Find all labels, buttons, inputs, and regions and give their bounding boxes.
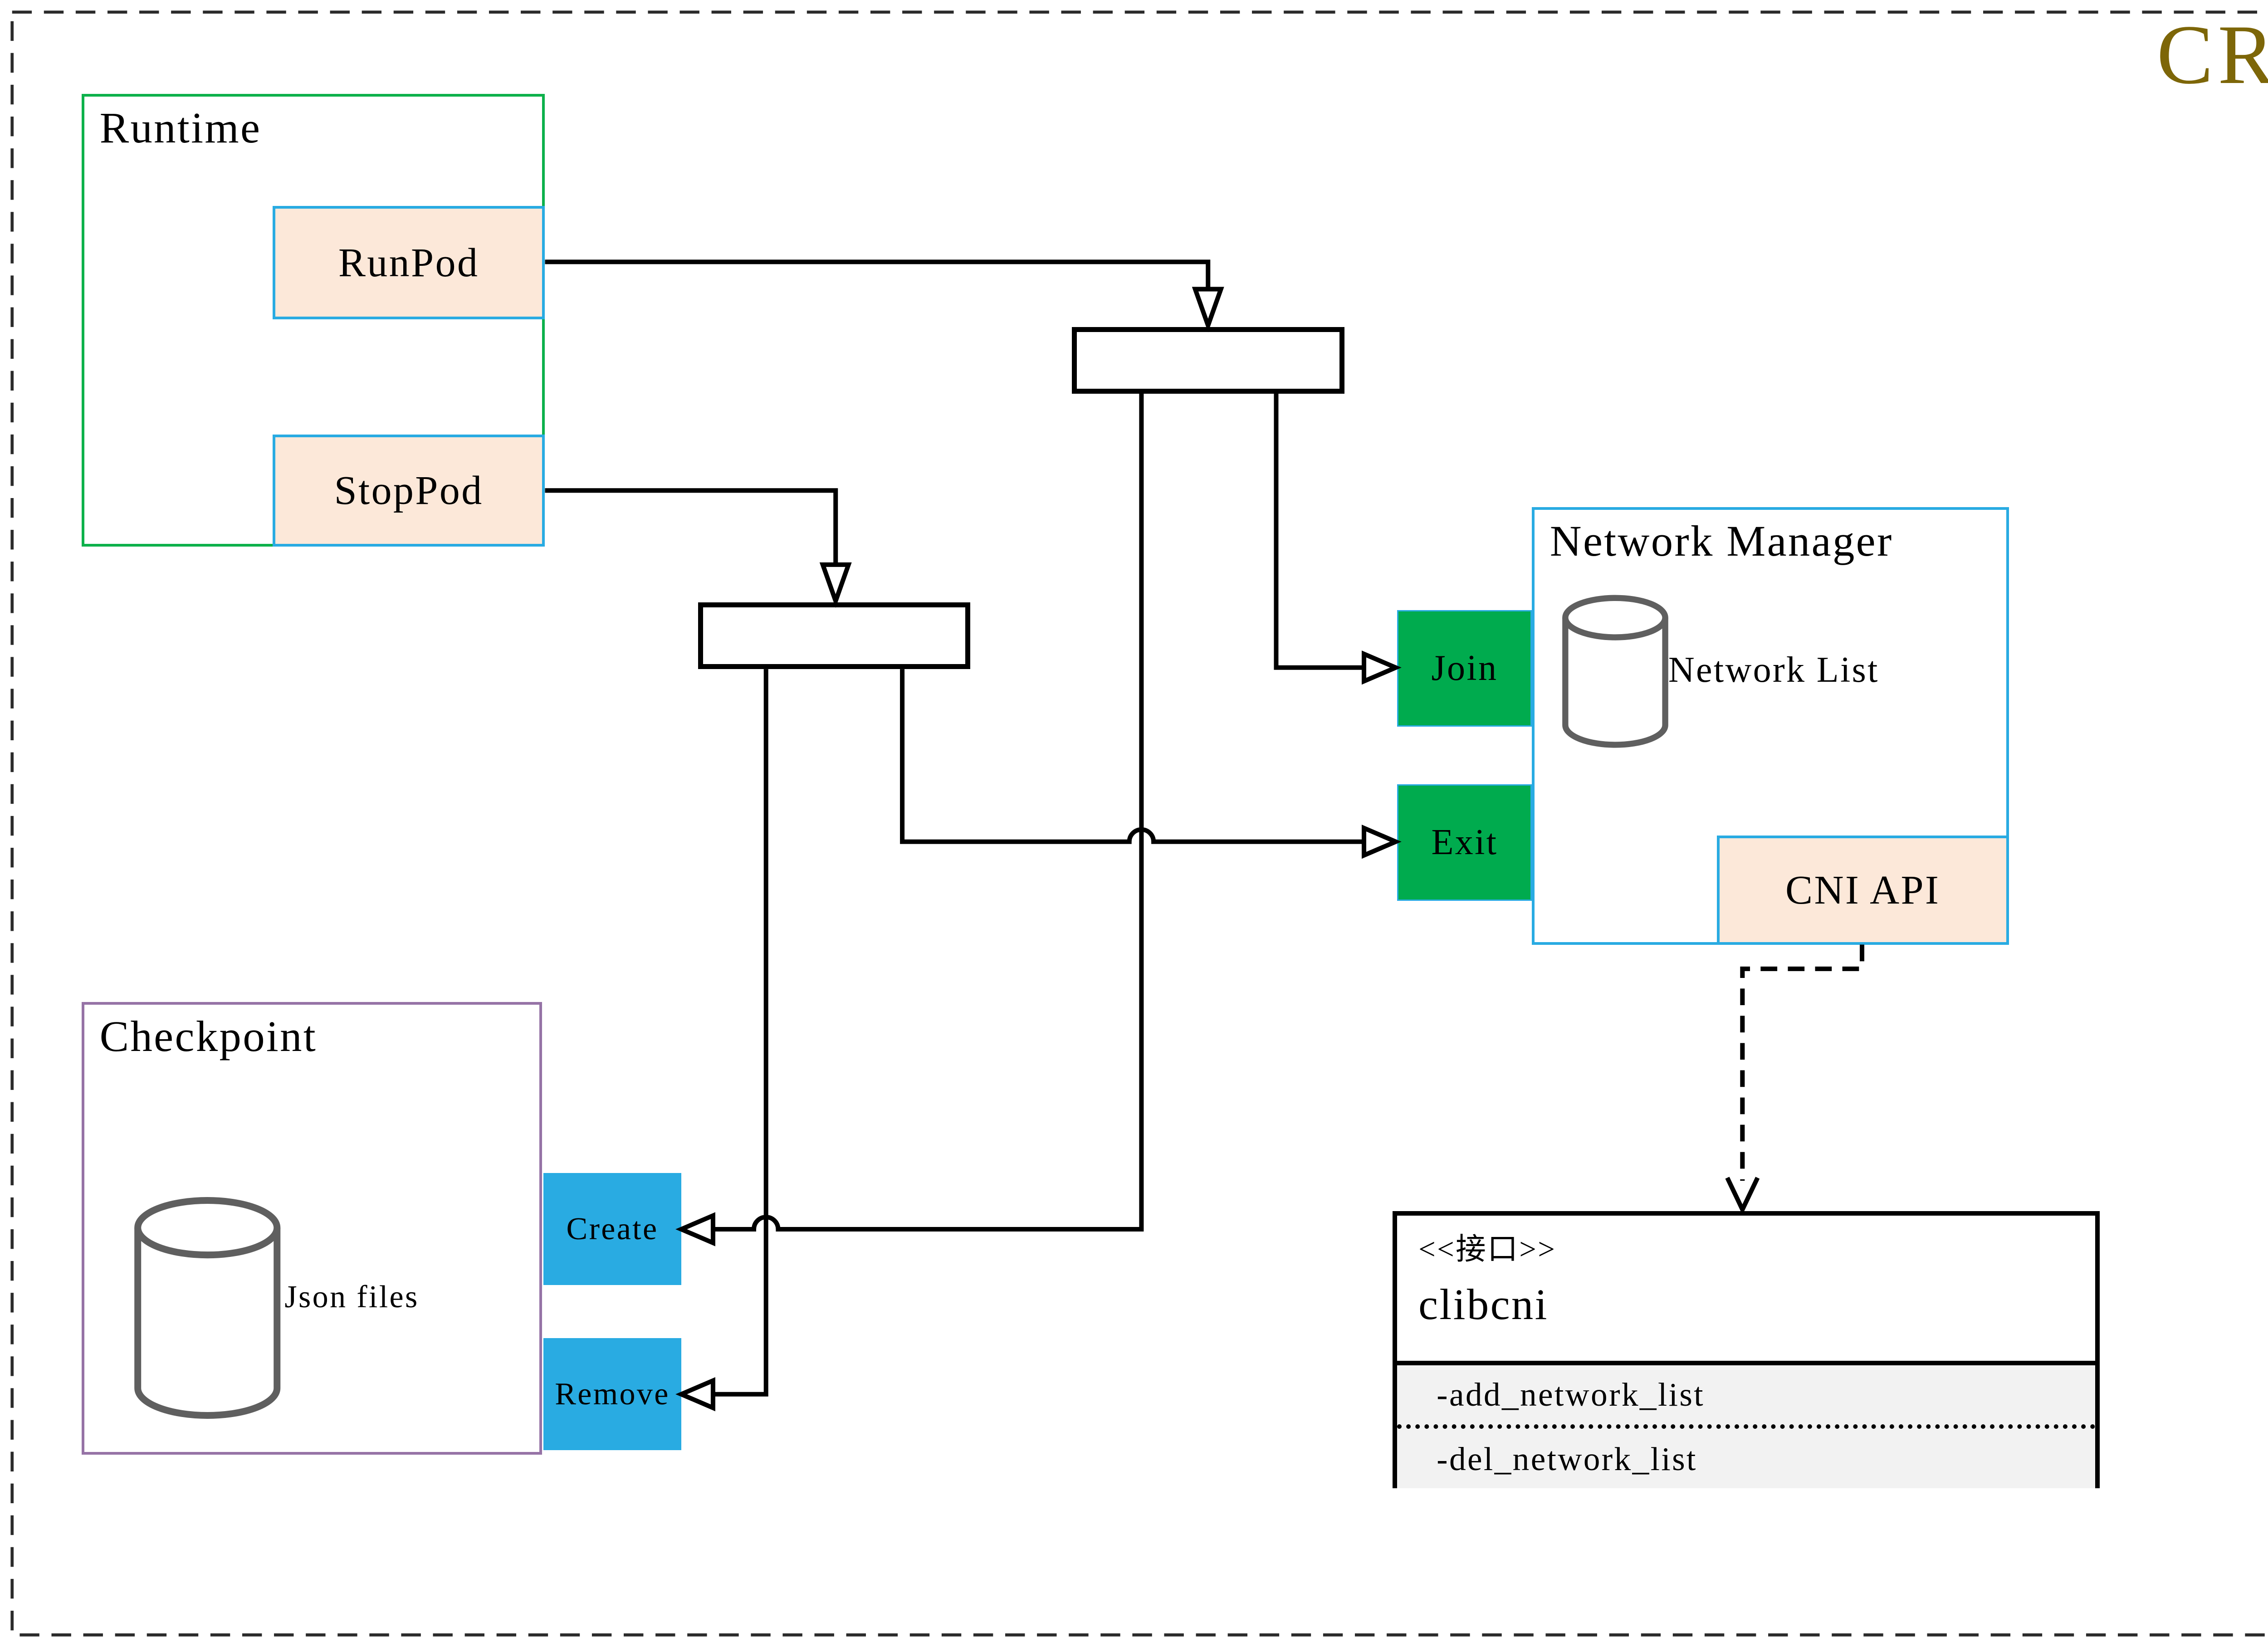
clibcni-method-add: -add_network_list	[1397, 1365, 2095, 1429]
create-node: Create	[543, 1173, 681, 1285]
connector-runpod-to-junction	[545, 259, 1211, 289]
clibcni-interface-box: <<接口>> clibcni -add_network_list -del_ne…	[1393, 1211, 2100, 1488]
network-manager-title: Network Manager	[1549, 517, 1893, 566]
arrowhead-left-create-icon	[675, 1212, 715, 1246]
clibcni-name: clibcni	[1418, 1280, 1549, 1329]
clibcni-method-del: -del_network_list	[1437, 1441, 1697, 1478]
clibcni-header: <<接口>> clibcni	[1397, 1215, 2095, 1366]
connector-stoppod-to-junction	[545, 488, 838, 565]
connector-junction-to-remove	[713, 669, 768, 1397]
json-files-label: Json files	[284, 1280, 419, 1315]
stoppod-label: StopPod	[334, 468, 484, 513]
arrowhead-down-junction-runpod-icon	[1192, 287, 1224, 332]
network-list-label: Network List	[1668, 650, 1879, 690]
junction-box-stoppod	[698, 602, 971, 670]
runpod-node: RunPod	[272, 205, 545, 320]
exit-label: Exit	[1431, 822, 1498, 862]
connector-junction-to-join	[1274, 393, 1364, 670]
cni-api-label: CNI API	[1785, 867, 1941, 913]
arrowhead-down-junction-stoppod-icon	[819, 562, 852, 608]
runtime-title: Runtime	[99, 103, 262, 152]
clibcni-stereotype: <<接口>>	[1418, 1232, 1557, 1266]
stoppod-node: StopPod	[272, 434, 545, 547]
cni-api-node: CNI API	[1716, 836, 2009, 945]
remove-node: Remove	[543, 1338, 681, 1451]
cri-title: CRI	[2156, 8, 2268, 102]
junction-box-runpod	[1071, 327, 1344, 394]
arrowhead-right-exit-icon	[1361, 824, 1402, 859]
connector-junction-to-create	[713, 393, 1144, 1232]
checkpoint-title: Checkpoint	[99, 1012, 318, 1061]
join-label: Join	[1431, 648, 1498, 688]
clibcni-methods-section: -add_network_list -del_network_list	[1397, 1365, 2095, 1488]
arrowhead-open-v-clibcni-icon	[1725, 1177, 1760, 1215]
create-label: Create	[566, 1211, 659, 1246]
connector-junction-to-exit	[900, 669, 1364, 844]
exit-node: Exit	[1397, 784, 1532, 901]
checkpoint-box: Checkpoint	[82, 1002, 542, 1455]
runpod-label: RunPod	[338, 240, 479, 285]
remove-label: Remove	[555, 1376, 670, 1412]
arrowhead-right-join-icon	[1361, 650, 1402, 685]
connector-cniapi-to-clibcni-dashed	[1740, 944, 1865, 1181]
join-node: Join	[1397, 610, 1532, 727]
arrowhead-left-remove-icon	[675, 1377, 715, 1412]
